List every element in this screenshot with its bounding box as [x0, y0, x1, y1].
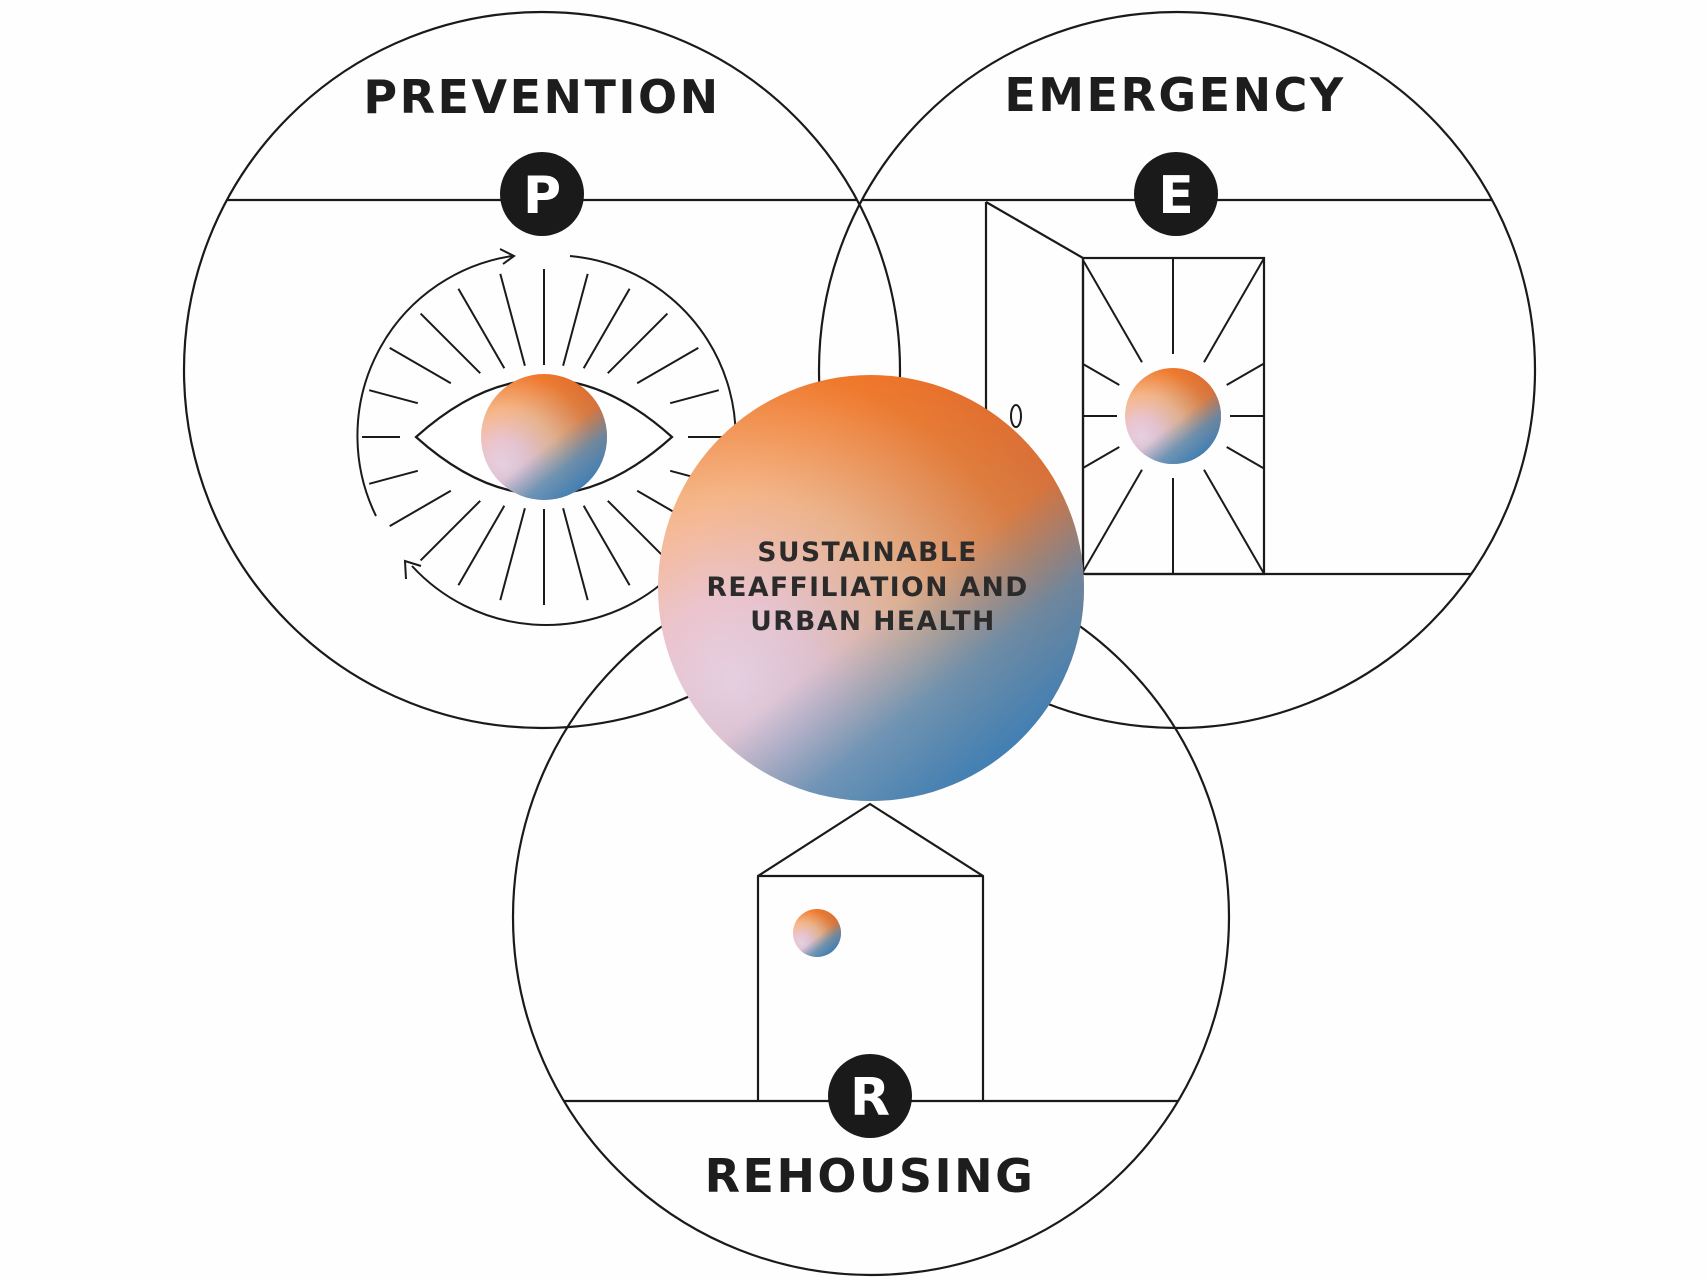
prevention-badge-letter: P [523, 166, 561, 226]
eye-ray [499, 508, 526, 601]
door-light-ray [1203, 257, 1265, 363]
cycle-arrow-bottom [411, 565, 661, 626]
central-orb: SUSTAINABLE REAFFILIATION AND URBAN HEAL… [658, 375, 1084, 801]
eye-ray [607, 312, 669, 374]
prevention-title: PREVENTION [363, 70, 720, 124]
eye-ray [368, 469, 419, 485]
door-light-ray [1082, 363, 1120, 386]
emergency-badge: E [1134, 152, 1218, 236]
cycle-arrow-top [356, 255, 513, 517]
eye-ray [419, 312, 481, 374]
eye-ray [636, 347, 699, 385]
eye-ray [582, 505, 631, 586]
eye-ray [582, 288, 631, 369]
door-handle [1010, 404, 1022, 428]
center-line-3: URBAN HEALTH [750, 606, 996, 637]
emergency-title: EMERGENCY [1004, 68, 1345, 122]
door-light-ray [1203, 469, 1265, 575]
door-light-ray [1226, 446, 1265, 470]
rehousing-title: REHOUSING [705, 1149, 1036, 1203]
door-light-ray [1082, 469, 1143, 573]
eye-ray [457, 288, 506, 369]
rehousing-badge-letter: R [850, 1068, 890, 1128]
prevention-circle [182, 10, 902, 730]
emergency-circle [817, 10, 1537, 730]
svg-text:SUSTAINABLE REAFFILIATIO: SUSTAINABLE REAFFILIATION AND URBAN HEAL… [706, 537, 1039, 637]
eye-ray [368, 389, 419, 405]
center-line-2: REAFFILIATION AND [706, 572, 1028, 603]
eye-ray [389, 347, 452, 385]
eye-ray [419, 500, 481, 562]
eye-ray [499, 273, 526, 366]
door-light-ray [1226, 362, 1265, 386]
eye-icon [356, 248, 737, 626]
cycle-arrow-bottom-head [403, 559, 422, 580]
eye-ray [389, 489, 452, 527]
door-light-ray [1082, 259, 1143, 363]
house-icon [756, 802, 985, 1101]
door-light-ray [1082, 446, 1120, 469]
rehousing-badge: R [828, 1054, 912, 1138]
cycle-arrow-top-head [499, 248, 516, 265]
eye-ray [562, 273, 589, 366]
prevention-badge: P [500, 152, 584, 236]
house-outline [756, 802, 985, 1101]
center-line-1: SUSTAINABLE [757, 537, 977, 568]
eye-ray [669, 389, 720, 405]
eye-ray [607, 500, 669, 562]
eye-ray [457, 505, 506, 586]
emergency-badge-letter: E [1158, 166, 1194, 226]
eye-ray [562, 508, 589, 601]
